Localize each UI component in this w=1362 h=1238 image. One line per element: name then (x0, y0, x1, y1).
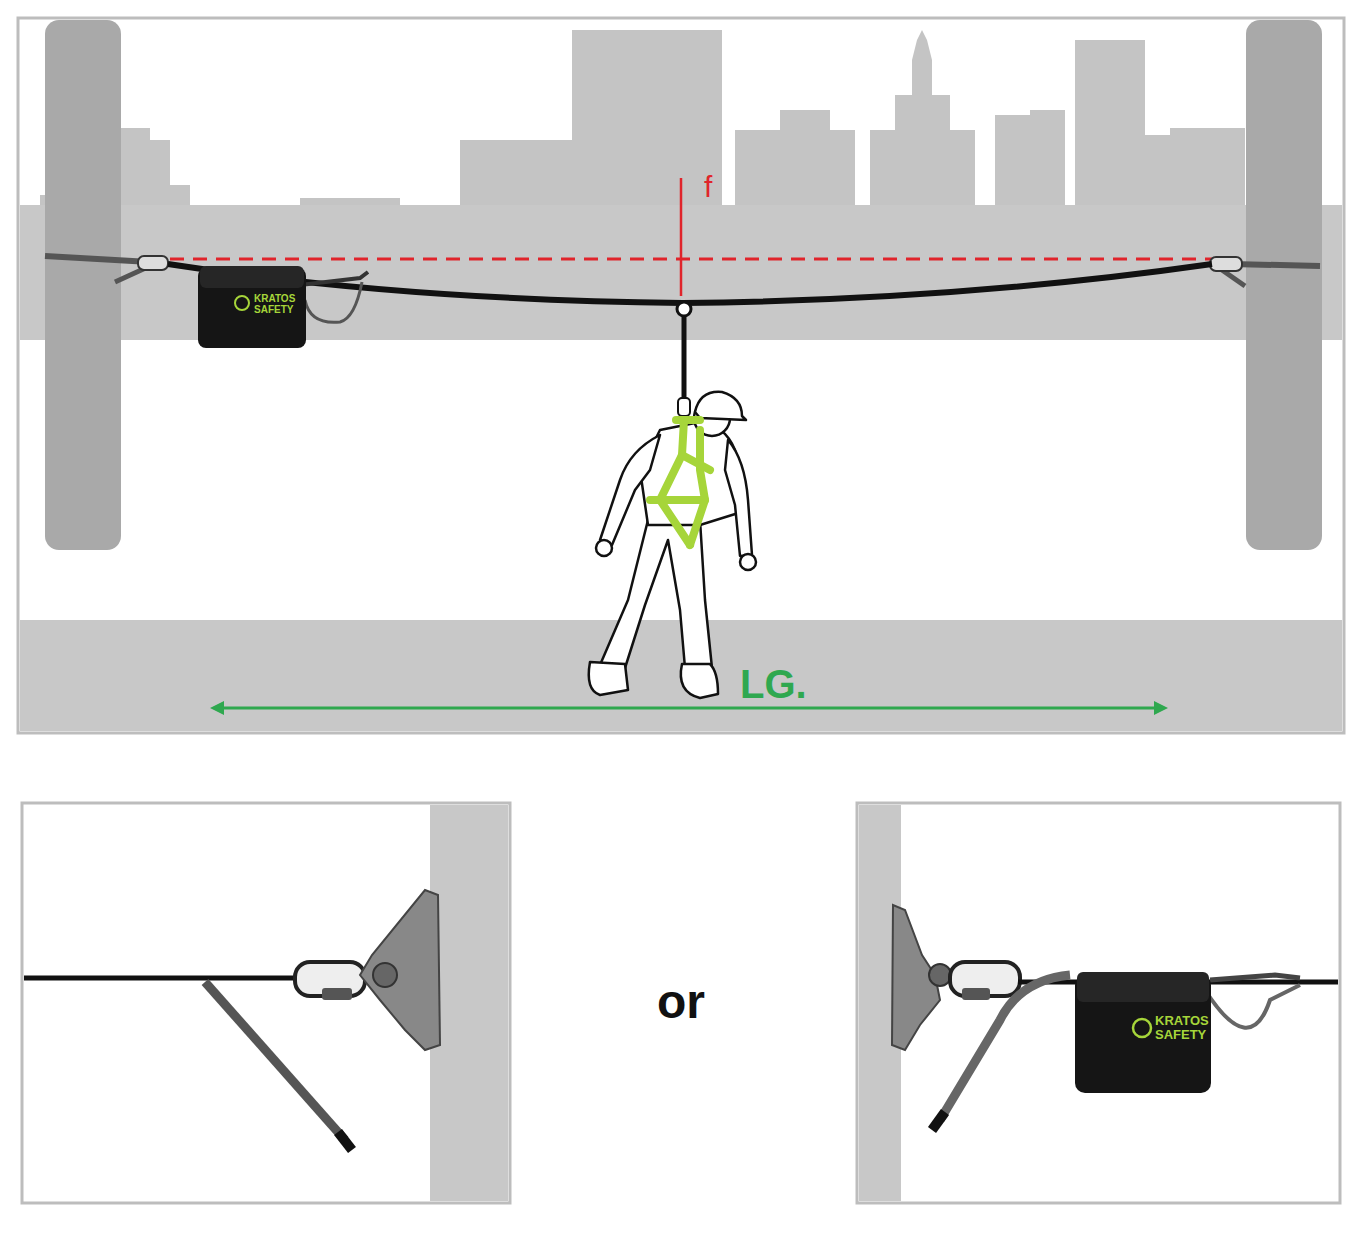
brand-logo: KRATOS SAFETY (254, 293, 298, 315)
harness (650, 420, 710, 545)
length-arrow (210, 701, 1168, 715)
bottom-right-panel (857, 803, 1340, 1203)
top-panel (18, 18, 1344, 733)
bottom-left-panel (22, 803, 510, 1203)
brand-logo: KRATOS SAFETY (1155, 1014, 1211, 1043)
dimension-label: f (704, 172, 712, 202)
worker-figure (589, 392, 756, 698)
alternative-word: or (657, 978, 705, 1026)
dimension-label: LG. (740, 664, 807, 704)
